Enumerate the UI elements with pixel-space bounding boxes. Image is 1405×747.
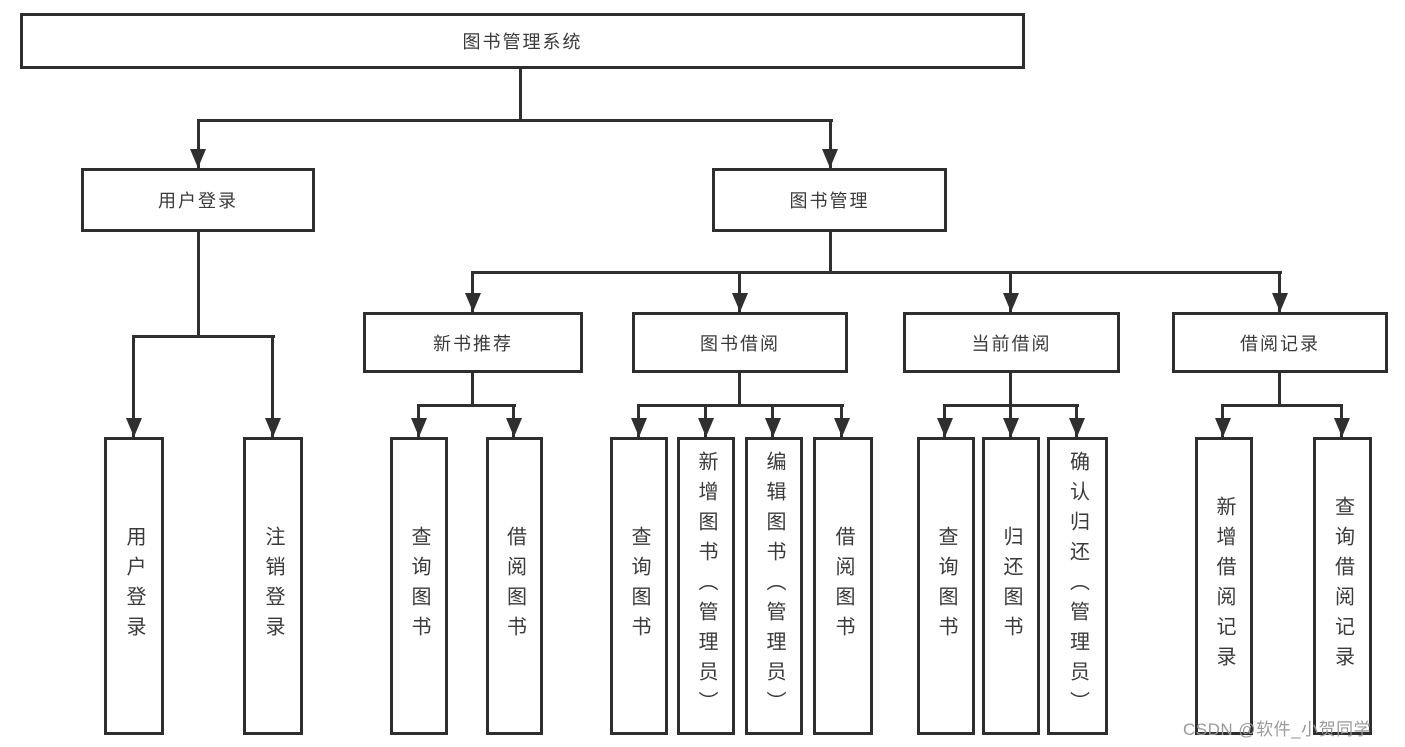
connector-drop-new-book — [471, 271, 474, 312]
leaf-borrow-book-recommend: 借阅图书 — [486, 437, 543, 735]
connector-root-stem — [519, 69, 522, 121]
arrowhead-cb-confirm — [1069, 418, 1085, 437]
leaf-borrow-book: 借阅图书 — [813, 437, 873, 735]
leaf-user-login: 用户登录 — [104, 437, 164, 735]
node-user-login: 用户登录 — [81, 168, 315, 232]
connector-drop-leaf-logout — [271, 335, 274, 437]
connector-drop-current-borrow — [1009, 271, 1012, 312]
connector-new-book-bar — [417, 404, 516, 407]
leaf-return-book: 归还图书 — [982, 437, 1040, 735]
connector-borrow-record-bar — [1221, 404, 1343, 407]
arrowhead-bb-query — [631, 418, 647, 437]
node-book-management: 图书管理 — [712, 168, 947, 232]
leaf-query-borrow-record: 查询借阅记录 — [1313, 437, 1372, 735]
leaf-query-book-recommend: 查询图书 — [390, 437, 448, 735]
arrowhead-current-borrow — [1003, 293, 1019, 312]
csdn-watermark: CSDN @软件_小贺同学 — [1183, 720, 1372, 739]
connector-drop-book-borrow — [738, 271, 741, 312]
node-borrow-records: 借阅记录 — [1172, 312, 1388, 373]
connector-drop-leaf-login — [132, 335, 135, 437]
arrowhead-book-mgmt — [822, 149, 838, 168]
arrowhead-nb-query — [411, 418, 427, 437]
arrowhead-bb-edit — [765, 418, 781, 437]
arrowhead-br-query — [1334, 418, 1350, 437]
arrowhead-bb-add — [698, 418, 714, 437]
arrowhead-bb-borrow — [834, 418, 850, 437]
arrowhead-leaf-login — [126, 418, 142, 437]
arrowhead-cb-query — [937, 418, 953, 437]
connector-drop-borrow-record — [1278, 271, 1281, 312]
arrowhead-borrow-record — [1272, 293, 1288, 312]
leaf-confirm-return-admin: 确认归还（管理员） — [1047, 437, 1108, 735]
node-root-library-system: 图书管理系统 — [20, 13, 1025, 69]
connector-drop-user-login — [197, 119, 200, 168]
connector-user-login-stem — [197, 232, 200, 337]
leaf-edit-book-admin: 编辑图书（管理员） — [745, 437, 803, 735]
leaf-add-book-admin: 新增图书（管理员） — [677, 437, 735, 735]
leaf-query-book-current: 查询图书 — [917, 437, 975, 735]
arrowhead-br-add — [1215, 418, 1231, 437]
connector-new-book-stem — [471, 373, 474, 406]
arrowhead-new-book — [465, 293, 481, 312]
connector-level2-bar — [197, 119, 833, 122]
leaf-add-borrow-record: 新增借阅记录 — [1195, 437, 1253, 735]
arrowhead-book-borrow — [732, 293, 748, 312]
connector-book-borrow-stem — [738, 373, 741, 406]
leaf-query-book-borrowing: 查询图书 — [610, 437, 668, 735]
connector-book-mgmt-stem — [829, 232, 832, 274]
connector-current-borrow-stem — [1009, 373, 1012, 406]
leaf-logout: 注销登录 — [243, 437, 303, 735]
node-current-borrowing: 当前借阅 — [903, 312, 1120, 373]
arrowhead-cb-return — [1003, 418, 1019, 437]
connector-drop-book-mgmt — [829, 119, 832, 168]
connector-level3-bar — [471, 271, 1282, 274]
connector-borrow-record-stem — [1278, 373, 1281, 406]
connector-book-borrow-bar — [637, 404, 844, 407]
arrowhead-user-login — [190, 149, 206, 168]
arrowhead-leaf-logout — [265, 418, 281, 437]
node-new-book-recommend: 新书推荐 — [363, 312, 583, 373]
arrowhead-nb-borrow — [506, 418, 522, 437]
node-book-borrowing: 图书借阅 — [632, 312, 848, 373]
connector-user-login-bar — [132, 335, 275, 338]
